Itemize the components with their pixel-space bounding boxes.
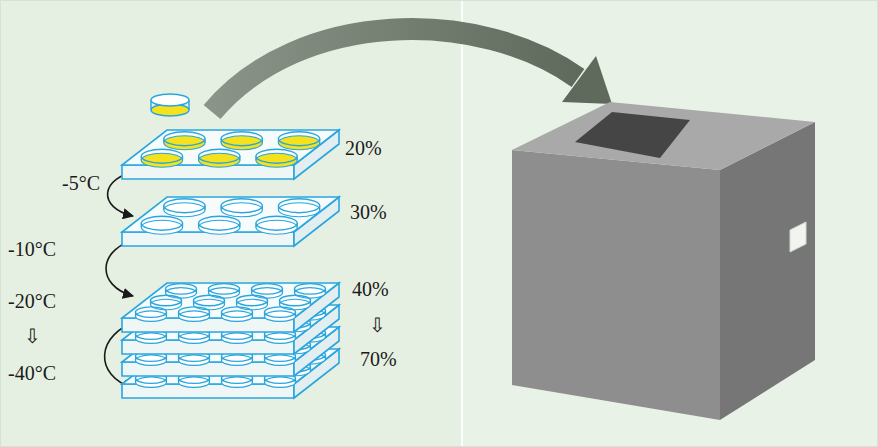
plate-part bbox=[252, 284, 283, 295]
right-panel bbox=[463, 0, 878, 447]
plate-part bbox=[179, 307, 210, 318]
plate-part bbox=[265, 307, 296, 318]
plate-part bbox=[141, 216, 182, 230]
plate-part bbox=[221, 199, 262, 213]
plate-part bbox=[141, 149, 182, 163]
plate-part bbox=[256, 153, 297, 167]
well-plates bbox=[122, 94, 339, 398]
plate-part bbox=[278, 136, 319, 150]
well-plate bbox=[122, 197, 339, 246]
well-plate bbox=[122, 283, 339, 332]
well-plate bbox=[122, 130, 339, 179]
plate-part bbox=[164, 203, 205, 217]
plate-part bbox=[166, 284, 197, 295]
plate-part bbox=[221, 203, 262, 217]
transfer-arrow bbox=[212, 29, 612, 112]
label-text: -40°C bbox=[8, 362, 56, 385]
plate-part bbox=[141, 153, 182, 167]
plate-part bbox=[164, 132, 205, 146]
plate-part bbox=[199, 216, 240, 230]
plate-part bbox=[209, 284, 240, 295]
label-text: -10°C bbox=[8, 238, 56, 261]
plate-part bbox=[151, 295, 182, 306]
plate-part bbox=[295, 284, 326, 295]
plate-part bbox=[237, 295, 268, 306]
plate-part bbox=[278, 132, 319, 146]
plate-part bbox=[221, 132, 262, 146]
plate-part bbox=[151, 94, 189, 106]
plate-part bbox=[221, 136, 262, 150]
plate-part bbox=[199, 153, 240, 167]
plate-part bbox=[199, 149, 240, 163]
label-text: -5°C bbox=[62, 172, 100, 195]
label-text: ⇩ bbox=[24, 325, 41, 348]
plate-part bbox=[256, 216, 297, 230]
culture-dish bbox=[151, 94, 189, 116]
plate-part bbox=[278, 203, 319, 217]
plate-part bbox=[256, 220, 297, 234]
plate-part bbox=[164, 136, 205, 150]
plate-part bbox=[280, 295, 311, 306]
label-text: 40% bbox=[352, 278, 389, 301]
left-panel bbox=[0, 0, 461, 447]
plate-part bbox=[199, 220, 240, 234]
divider bbox=[461, 0, 463, 447]
plate-part bbox=[222, 307, 253, 318]
label-text: -20°C bbox=[8, 290, 56, 313]
label-text: 70% bbox=[360, 348, 397, 371]
label-text: ⇩ bbox=[369, 314, 386, 337]
plate-part bbox=[164, 199, 205, 213]
plate-part bbox=[194, 295, 225, 306]
plate-part bbox=[278, 199, 319, 213]
freezer-box bbox=[512, 102, 815, 420]
plate-part bbox=[141, 220, 182, 234]
plate-part bbox=[256, 149, 297, 163]
label-text: 20% bbox=[345, 137, 382, 160]
plate-part bbox=[136, 307, 167, 318]
label-text: 30% bbox=[350, 201, 387, 224]
